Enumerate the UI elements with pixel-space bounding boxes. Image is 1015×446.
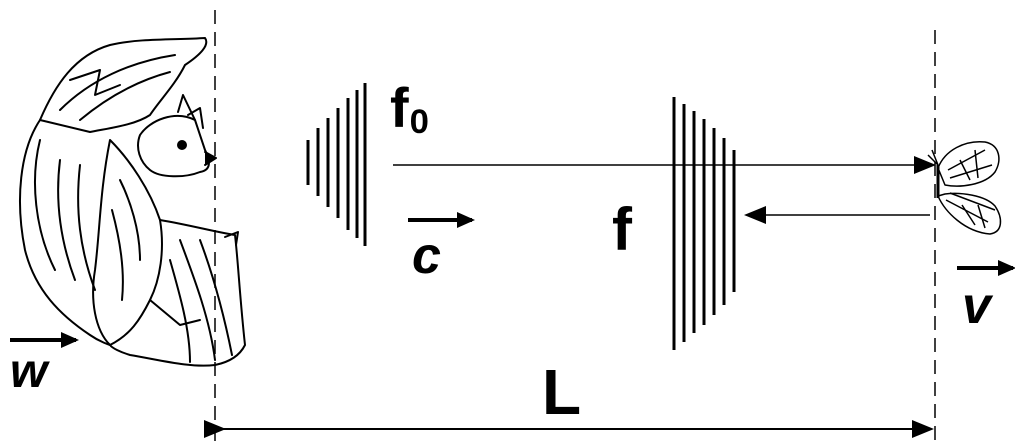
bat-illustration xyxy=(19,37,246,367)
label-f0: f0 xyxy=(390,80,429,140)
label-f0-subscript: 0 xyxy=(409,103,429,142)
label-v: v xyxy=(962,277,991,335)
butterfly-illustration xyxy=(927,141,1002,235)
emitted-wavefront-f0 xyxy=(306,83,367,246)
label-L: L xyxy=(542,356,582,428)
label-w: w xyxy=(10,345,48,398)
label-f0-main: f xyxy=(390,76,409,139)
label-f: f xyxy=(612,196,632,263)
reflected-wavefront-f xyxy=(672,97,736,350)
label-c: c xyxy=(412,227,441,285)
